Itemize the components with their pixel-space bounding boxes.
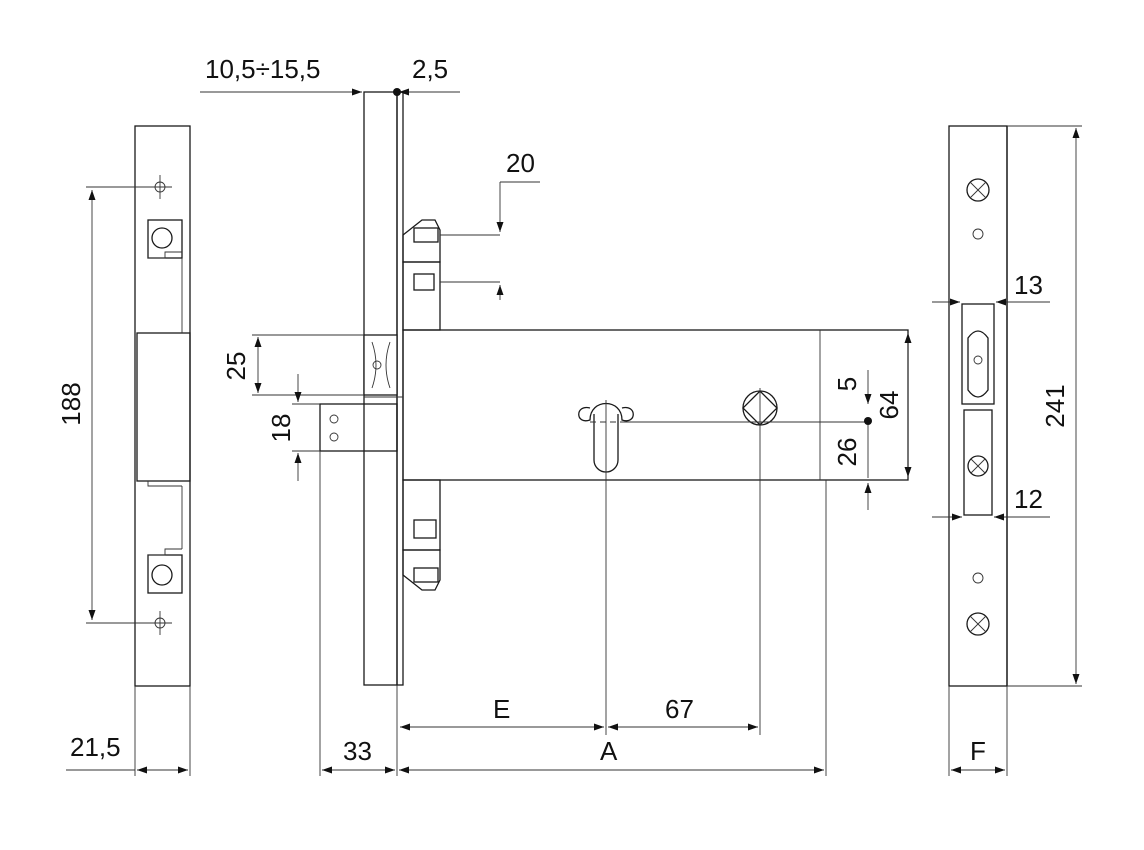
screw-middle (967, 455, 989, 477)
dim-E: E (493, 694, 510, 724)
dim-33: 33 (343, 736, 372, 766)
dim-2-5: 2,5 (412, 54, 448, 84)
lock-body-side-view: 20 10,5÷15,5 2,5 25 18 5 26 64 E 6 (200, 54, 912, 776)
dim-26: 26 (832, 438, 862, 467)
dim-12: 12 (1014, 484, 1043, 514)
dim-F: F (970, 736, 986, 766)
left-strike-plate: 188 21,5 (56, 125, 191, 776)
cylinder-hole (578, 400, 634, 735)
spindle-hole (742, 388, 778, 735)
dim-67: 67 (665, 694, 694, 724)
upper-bolt-mechanism (402, 219, 500, 331)
dim-18: 18 (266, 414, 296, 443)
dim-25: 25 (221, 352, 251, 381)
dim-10-5-15-5: 10,5÷15,5 (205, 54, 320, 84)
screw-bottom (966, 612, 990, 636)
dim-13: 13 (1014, 270, 1043, 300)
dim-A: A (600, 736, 618, 766)
dim-5: 5 (832, 377, 862, 391)
lower-bolt-mechanism (402, 479, 441, 591)
dim-241: 241 (1040, 384, 1070, 427)
dim-64: 64 (874, 391, 904, 420)
dim-20: 20 (506, 148, 535, 178)
dim-21-5: 21,5 (70, 732, 121, 762)
right-faceplate-front: 13 12 241 F (932, 125, 1082, 776)
screw-top (966, 178, 990, 202)
dim-188: 188 (56, 382, 86, 425)
